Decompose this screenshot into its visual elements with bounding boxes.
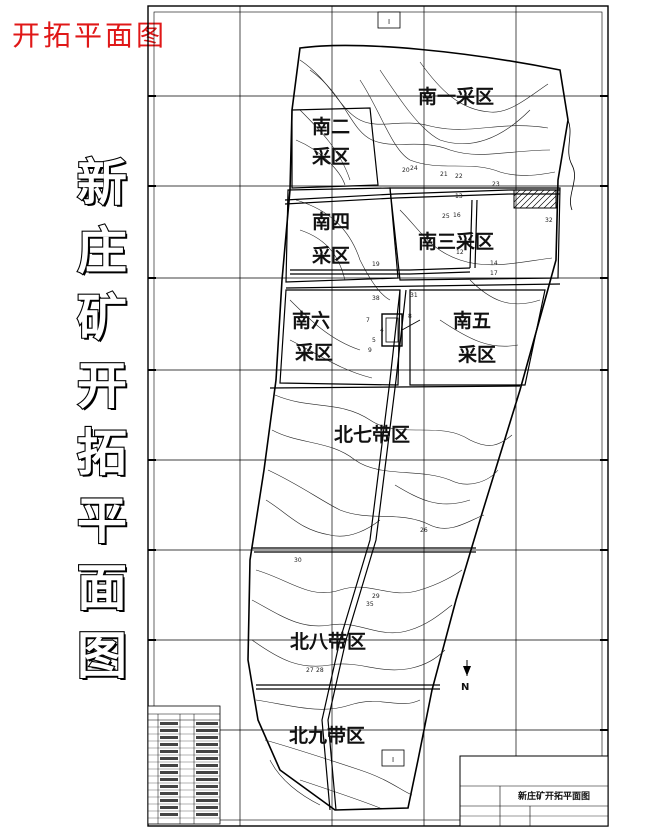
spot-number: 24 — [410, 165, 418, 172]
spot-number: 31 — [410, 292, 418, 299]
spot-number: 17 — [490, 270, 498, 277]
spot-number: 38 — [372, 295, 380, 302]
vertical-title-char: 图 — [76, 625, 128, 685]
legend-table — [147, 705, 221, 825]
vertical-title-char: 新 — [76, 153, 128, 213]
vertical-title-char: 平 — [76, 490, 128, 550]
title-block-title: 新庄矿开拓平面图 — [518, 790, 590, 802]
river-line — [567, 119, 575, 211]
section-mark-top-box — [377, 11, 401, 29]
spot-number: 19 — [372, 261, 380, 268]
zone-label-south-6-line-2: 采区 — [295, 342, 333, 364]
zone-label-south-1: 南一采区 — [418, 86, 494, 108]
spot-number: 5 — [372, 337, 376, 344]
spot-number: 32 — [545, 217, 553, 224]
spot-number: 14 — [490, 260, 498, 267]
spot-number: 16 — [453, 212, 461, 219]
spot-number: 27 — [306, 667, 314, 674]
drawing-frame — [147, 5, 609, 827]
spot-number: 29 — [372, 593, 380, 600]
spot-number: 20 — [402, 167, 410, 174]
section-mark-bottom: I — [392, 756, 394, 764]
spot-number: 26 — [420, 527, 428, 534]
vertical-title-char: 矿 — [76, 288, 128, 348]
vertical-title-char: 开 — [76, 355, 128, 415]
coordinate-grid — [148, 6, 608, 826]
title-block: 新庄矿开拓平面图 — [459, 755, 609, 827]
drawing-inner-frame — [153, 11, 603, 821]
section-mark-top: I — [388, 18, 390, 26]
spot-number: 13 — [455, 193, 463, 200]
spot-number: 25 — [442, 213, 450, 220]
spot-number: 8 — [408, 313, 412, 320]
spot-number: 22 — [455, 173, 463, 180]
vertical-title-char: 庄 — [76, 220, 128, 280]
spot-number: 7 — [366, 317, 370, 324]
zone-label-north-9: 北九带区 — [289, 725, 365, 747]
grid-ticks — [148, 95, 608, 731]
spot-number: 21 — [440, 171, 448, 178]
hatched-block — [513, 189, 557, 209]
contour-lines — [251, 59, 556, 809]
zone-label-south-2-line-1: 南二 — [312, 116, 350, 138]
spot-number: 28 — [316, 667, 324, 674]
spot-number: 35 — [366, 601, 374, 608]
zone-label-south-3: 南三采区 — [418, 231, 494, 253]
spot-number: 12 — [456, 249, 464, 256]
vertical-title: 新 庄 矿 开 拓 平 面 图 — [62, 150, 142, 690]
zone-label-south-6-line-1: 南六 — [292, 309, 330, 332]
spot-number: 4 — [380, 327, 384, 334]
spot-number: 30 — [294, 557, 302, 564]
zone-label-south-5-line-1: 南五 — [453, 310, 491, 332]
vertical-title-char: 拓 — [76, 423, 128, 483]
zone-label-south-4-line-1: 南四 — [312, 211, 350, 233]
north-label: N — [461, 682, 469, 693]
spot-numbers: 20 21 22 23 24 25 13 16 17 19 31 32 38 5… — [294, 165, 553, 674]
spot-number: 23 — [492, 181, 500, 188]
zone-label-north-7: 北七带区 — [334, 424, 410, 446]
spot-number: 9 — [368, 347, 372, 354]
page-label: 开拓平面图 — [12, 19, 168, 52]
main-roadways — [284, 189, 561, 811]
zone-label-south-4-line-2: 采区 — [312, 245, 350, 267]
vertical-title-char: 面 — [76, 558, 128, 618]
zone-label-south-2-line-2: 采区 — [312, 146, 350, 168]
shaft-area — [381, 313, 421, 347]
section-mark-bottom-box — [381, 749, 405, 767]
zone-label-south-5-line-2: 采区 — [458, 344, 496, 366]
zone-label-north-8: 北八带区 — [290, 631, 366, 653]
north-arrow-icon — [463, 660, 471, 676]
